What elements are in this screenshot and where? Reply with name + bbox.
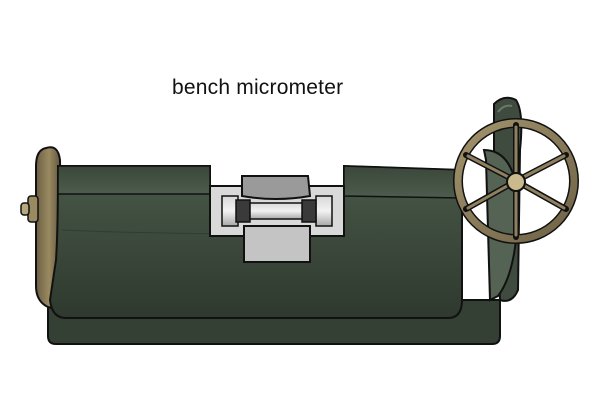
measuring-slot [209, 175, 345, 263]
caption-label: bench micrometer [172, 76, 344, 99]
handwheel-icon [453, 118, 579, 244]
